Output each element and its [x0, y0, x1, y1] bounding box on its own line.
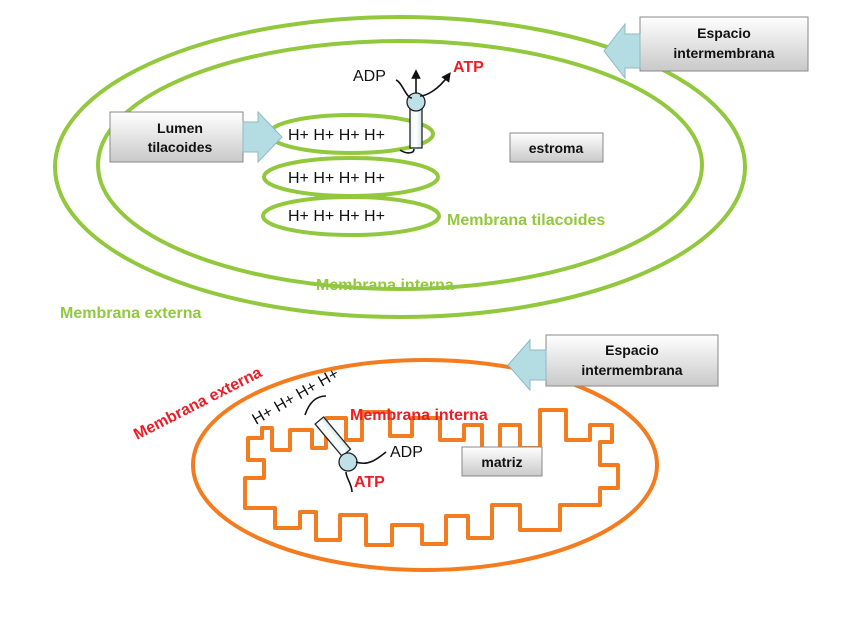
lumen-callout-line2: tilacoides [148, 139, 213, 155]
chloroplast-outer-membrane [53, 15, 747, 319]
chloroplast-proton-hook [399, 148, 415, 154]
mito-atp-curve [345, 471, 353, 493]
chloroplast-intermembrane-line2: intermembrana [673, 45, 774, 61]
mito-intermembrane-arrow [507, 338, 547, 392]
mitochondrion: H+ H+ H+ H+ ADP ATP Membrana interna Mem… [131, 334, 719, 572]
chloroplast-intermembrane-line1: Espacio [697, 25, 751, 41]
chloroplast-inner-membrane [96, 39, 704, 291]
stroma-box-label: estroma [529, 140, 584, 156]
chloroplast-atp-synthase [395, 69, 451, 154]
lumen-callout: Lumen tilacoides [109, 110, 283, 164]
stroma-box: estroma [509, 132, 604, 163]
mito-atp-label: ATP [354, 474, 385, 491]
lumen-callout-arrow [242, 110, 283, 164]
mito-intermembrane-line2: intermembrana [581, 362, 682, 378]
thylakoid-3 [261, 195, 441, 237]
chloroplast-atp-curve [419, 72, 451, 97]
chloroplast-intermembrane-arrow [603, 22, 641, 80]
chloroplast-adp-curve [395, 79, 413, 99]
chloroplast-intermembrane-callout: Espacio intermembrana [603, 16, 809, 80]
mito-outer-membrane-label: Membrana externa [131, 364, 265, 443]
mito-proton-curve [304, 395, 327, 416]
thylakoid-protons-3: H+ H+ H+ H+ [288, 208, 385, 225]
mito-intermembrane-callout: Espacio intermembrana [507, 334, 719, 392]
chloroplast-inner-membrane-label: Membrana interna [316, 277, 454, 294]
mitochondrion-outer-membrane [191, 358, 659, 572]
matrix-box: matriz [461, 446, 543, 477]
matrix-box-label: matriz [481, 454, 522, 470]
mitochondrion-atp-synthase [304, 395, 387, 493]
lumen-callout-line1: Lumen [157, 120, 203, 136]
thylakoid-protons-1: H+ H+ H+ H+ [288, 127, 385, 144]
chloroplast: H+ H+ H+ H+ H+ H+ H+ H+ H+ H+ H+ H+ ADP … [53, 15, 809, 322]
mitochondrion-inner-membrane [243, 408, 620, 547]
mito-intermembrane-line1: Espacio [605, 342, 659, 358]
chloroplast-outer-membrane-label: Membrana externa [60, 305, 201, 322]
chloroplast-atp-label: ATP [453, 59, 484, 76]
mito-adp-label: ADP [390, 444, 423, 461]
mito-inner-membrane-label: Membrana interna [350, 407, 488, 424]
chloroplast-adp-label: ADP [353, 68, 386, 85]
thylakoid-membrane-label: Membrana tilacoides [447, 212, 605, 229]
mito-adp-curve [355, 451, 387, 465]
thylakoid-protons-2: H+ H+ H+ H+ [288, 170, 385, 187]
